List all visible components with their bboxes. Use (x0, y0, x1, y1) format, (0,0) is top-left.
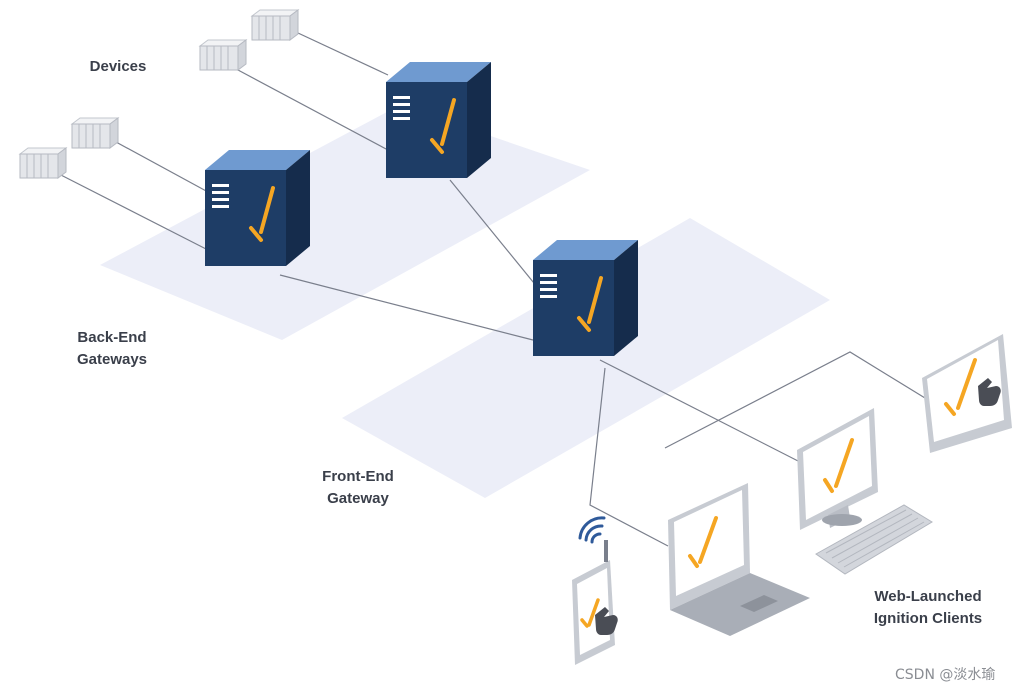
monitor-icon (797, 408, 878, 530)
handheld-device-icon (572, 540, 618, 665)
keyboard-icon (815, 504, 933, 575)
wifi-icon (578, 516, 606, 544)
server-icon (384, 60, 493, 180)
connection-lines (54, 25, 926, 547)
server-icon (531, 238, 640, 358)
plc-device-icon (19, 147, 67, 179)
plc-device-icon (71, 117, 119, 149)
devices-label: Devices (89, 58, 147, 75)
clients-label: Web-Launched Ignition Clients (873, 588, 983, 627)
frontend-gateway-label: Front-End Gateway (322, 468, 394, 507)
server-icon (203, 148, 312, 268)
frontend-plane (342, 218, 830, 498)
tablet-icon (922, 334, 1012, 453)
backend-gateways-label: Back-End Gateways (76, 329, 148, 368)
plc-device-icon (251, 9, 299, 41)
laptop-icon (668, 483, 810, 636)
backend-plane (100, 105, 590, 340)
plc-device-icon (199, 39, 247, 71)
watermark: CSDN @淡水瑜 (895, 667, 996, 683)
